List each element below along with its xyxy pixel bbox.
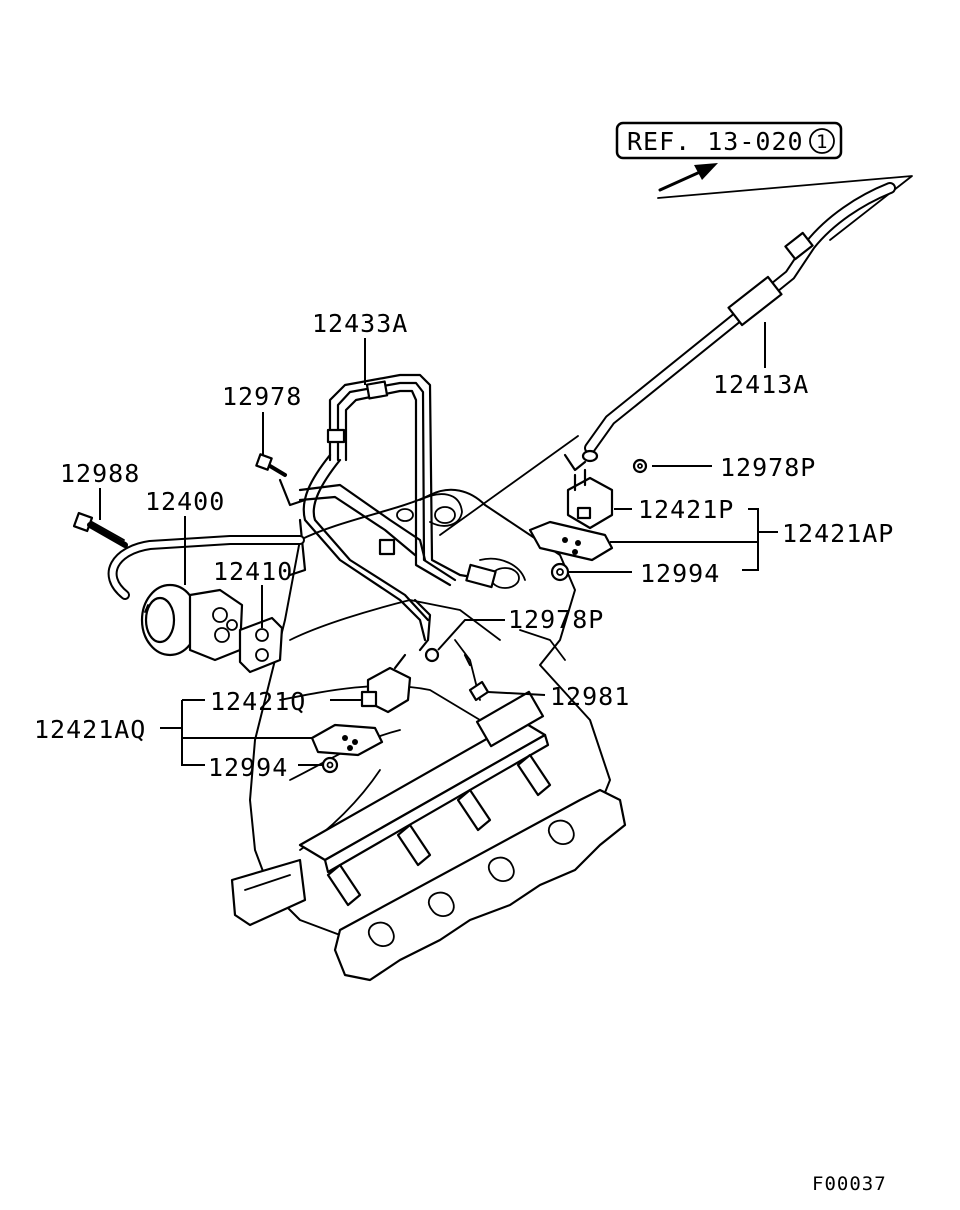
- nut-12994-lower: [321, 756, 339, 774]
- reference-circle-icon: [809, 128, 835, 154]
- callout-12421Q[interactable]: 12421Q: [210, 687, 306, 716]
- leader-lines: [99, 322, 778, 766]
- callout-12981[interactable]: 12981: [550, 682, 630, 711]
- bolt-12988: [72, 511, 128, 548]
- vacuum-hose-12413A: [581, 182, 896, 463]
- solenoid-valve-12421Q: [360, 653, 412, 714]
- bracket-plate-upper: [528, 520, 614, 562]
- reference-box[interactable]: REF. 13-020 1: [615, 121, 843, 160]
- reference-circled-number: 1: [816, 131, 828, 153]
- callout-12433A[interactable]: 12433A: [312, 309, 408, 338]
- callout-12410[interactable]: 12410: [213, 557, 293, 586]
- callout-12413A[interactable]: 12413A: [713, 370, 809, 399]
- manifold-flange-upper: [230, 858, 307, 927]
- bolt-12978: [255, 453, 287, 477]
- egr-gasket-12410: [238, 616, 284, 674]
- egr-valve-12400: [140, 583, 244, 662]
- callout-12421AQ[interactable]: 12421AQ: [34, 715, 146, 744]
- reference-pointer-lines: [657, 175, 913, 241]
- reference-label: REF. 13-020: [627, 127, 804, 156]
- callout-12421P[interactable]: 12421P: [638, 495, 734, 524]
- callout-12988[interactable]: 12988: [60, 459, 140, 488]
- manifold-flange-lower: [333, 788, 627, 982]
- callout-12421AP[interactable]: 12421AP: [782, 519, 894, 548]
- callout-12994-bottom[interactable]: 12994: [208, 753, 288, 782]
- egr-pipe-12433A: [278, 373, 497, 652]
- vacuum-hose-12400: [107, 535, 305, 600]
- bracket-plate-lower: [310, 723, 384, 757]
- callout-12978P-top[interactable]: 12978P: [720, 453, 816, 482]
- nut-12994-upper: [550, 562, 570, 582]
- bolt-12978P-mid: [424, 647, 440, 663]
- callout-12978[interactable]: 12978: [222, 382, 302, 411]
- callout-12978P-mid[interactable]: 12978P: [508, 605, 604, 634]
- bolt-12978P-upper: [632, 458, 648, 474]
- solenoid-valve-12421P: [563, 453, 614, 530]
- figure-code: F00037: [812, 1173, 887, 1195]
- reference-arrow-icon: [658, 163, 718, 192]
- fuel-rail: [298, 690, 552, 907]
- callout-12400[interactable]: 12400: [145, 487, 225, 516]
- callout-12994-top[interactable]: 12994: [640, 559, 720, 588]
- injector: [326, 753, 552, 907]
- pointer-line-upper: [439, 435, 579, 536]
